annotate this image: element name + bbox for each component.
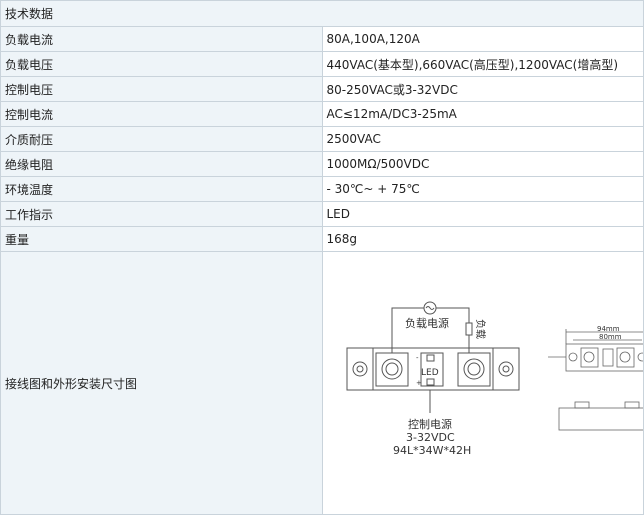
table-header-row: 技术数据 [0,0,644,27]
control-terminal-minus [426,354,434,362]
table-row: 介质耐压 2500VAC [0,126,644,152]
control-power-label: 控制电源 [408,417,452,431]
wiring-diagram [346,301,519,413]
terminal-screw-left-inner [385,362,398,376]
diagram-row: 接线图和外形安装尺寸图 [0,251,644,515]
mount-hole-right [498,361,513,377]
wire-load-left [391,307,424,353]
dimensions-label: 94L*34W*42H [393,444,471,457]
row-label: 控制电压 [0,76,323,102]
row-label: 重量 [0,226,323,252]
dimension-drawing-side [558,401,643,431]
side-view-base [558,407,643,431]
top-view-screw-left [583,351,594,363]
top-view-screw-right [619,351,630,363]
row-value: 2500VAC [321,126,644,152]
control-terminal-plus [426,378,434,386]
row-label: 负载电流 [0,26,323,52]
row-label: 绝缘电阻 [0,151,323,177]
power-terminal-right [457,352,490,387]
mount-hole-left-inner [356,365,363,373]
minus-label: - [416,354,419,362]
row-value: 1000MΩ/500VDC [321,151,644,177]
row-label: 控制电流 [0,101,323,127]
row-label: 介质耐压 [0,126,323,152]
top-view-hole-left [568,352,577,362]
mount-hole-left [352,361,367,377]
row-value: 168g [321,226,644,252]
width-80-label: 80mm [599,333,622,341]
wire-load-right-top [435,307,469,323]
row-label: 负载电压 [0,51,323,77]
control-voltage-label: 3-32VDC [406,431,455,444]
dimension-drawing-top [547,329,643,372]
row-value: - 30℃~ + 75℃ [321,176,644,202]
table-row: 环境温度 - 30℃~ + 75℃ [0,176,644,202]
table-row: 负载电流 80A,100A,120A [0,26,644,52]
control-terminal-block [420,352,443,387]
led-label: LED [421,368,439,378]
table-row: 负载电压 440VAC(基本型),660VAC(高压型),1200VAC(增高型… [0,51,644,77]
load-label: 负载 [474,319,487,339]
top-view-terminal-right [616,347,634,368]
terminal-screw-right [463,358,484,380]
table-row: 重量 168g [0,226,644,252]
diagram-row-label: 接线图和外形安装尺寸图 [0,251,323,515]
row-value: 80A,100A,120A [321,26,644,52]
top-view-hole-right [637,352,643,362]
diagram-cell: 负载电源 负载 - LED + 控制电源 3-32VDC 94L*34W*42H [321,251,644,515]
dimension-labels-top: 94mm 80mm 34mm [597,325,622,341]
row-label: 工作指示 [0,201,323,227]
row-value: LED [321,201,644,227]
table-row: 工作指示 LED [0,201,644,227]
table-row: 控制电压 80-250VAC或3-32VDC [0,76,644,102]
terminal-screw-left [381,358,402,380]
top-view-control [602,348,613,367]
wiring-and-dimension-diagram: 负载电源 负载 - LED + 控制电源 3-32VDC 94L*34W*42H [346,301,643,457]
ac-wave [425,306,434,310]
wiring-labels: 负载电源 负载 - LED + 控制电源 3-32VDC 94L*34W*42H [393,316,487,457]
table-header: 技术数据 [0,0,644,27]
table-row: 绝缘电阻 1000MΩ/500VDC [0,151,644,177]
row-value: AC≤12mA/DC3-25mA [321,101,644,127]
plus-label: + [416,379,422,387]
top-view-terminal-left [580,347,598,368]
terminal-screw-right-inner [467,362,480,376]
width-94-label: 94mm [597,325,620,333]
side-view-terminal-left [574,401,589,409]
table-row: 控制电流 AC≤12mA/DC3-25mA [0,101,644,127]
row-value: 440VAC(基本型),660VAC(高压型),1200VAC(增高型) [321,51,644,77]
load-resistor [465,322,472,336]
side-view-terminal-right [624,401,639,409]
mount-hole-right-inner [502,365,509,373]
row-value: 80-250VAC或3-32VDC [321,76,644,102]
load-power-label: 负载电源 [405,316,449,330]
row-label: 环境温度 [0,176,323,202]
